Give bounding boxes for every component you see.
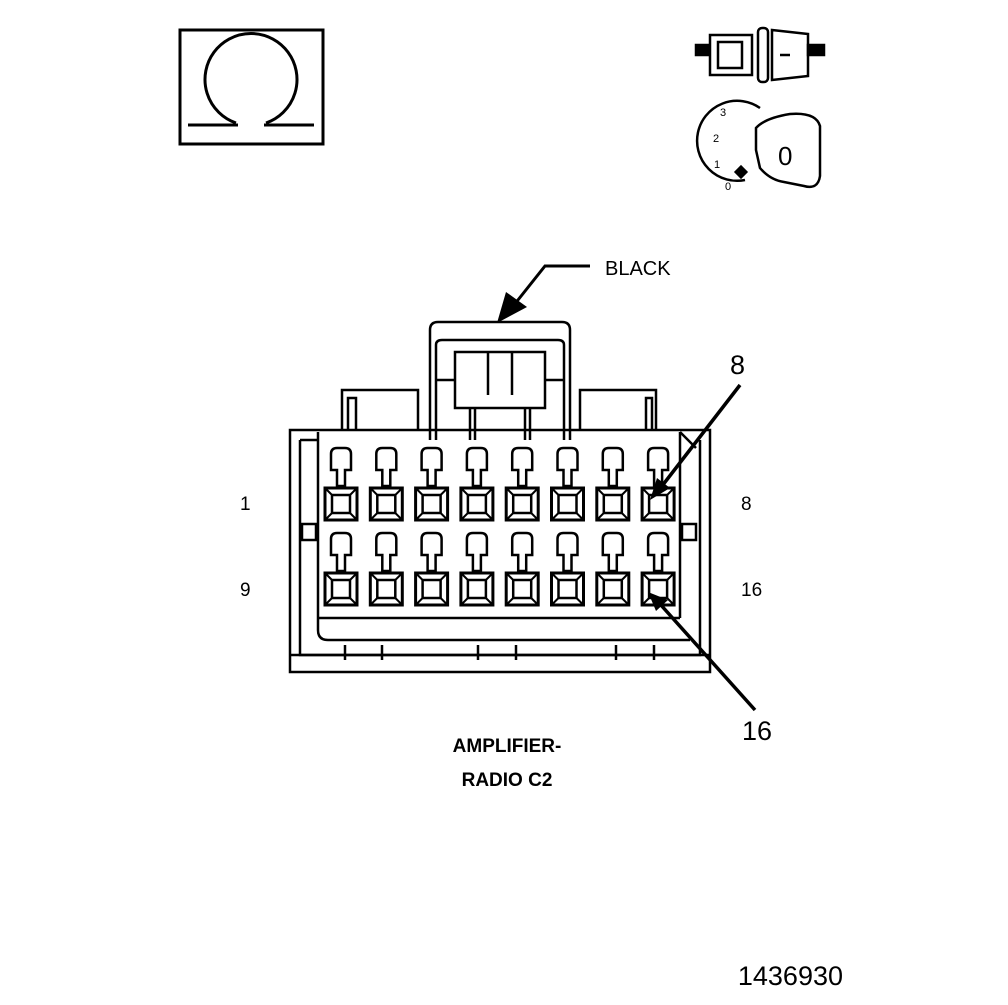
callout-label-bottom: 16 [742,716,772,746]
color-leader-arrow [497,264,590,323]
figure-number: 1436930 [738,961,843,991]
pin-cavity-16 [640,531,676,607]
callout-label-top: 8 [730,350,745,380]
pin-cavity-12 [459,531,495,607]
pin-cavity-6 [550,446,585,522]
pin-cavity-13 [504,531,540,607]
row1-left-pin-label: 1 [240,494,251,515]
pin-cavity-5 [504,446,540,522]
row2-left-pin-label: 9 [240,580,251,601]
connector-color-label: BLACK [605,258,671,280]
pin-cavity-8 [640,446,676,522]
callout-arrow-pin-8 [650,383,742,500]
key-position-label: 0 [778,141,792,171]
pin-cavity-1 [323,446,359,522]
pin-cavity-4 [459,446,495,522]
key-scale-2: 2 [713,133,719,145]
pin-cavity-7 [595,446,631,522]
connector-body [288,320,712,674]
pin-cavity-10 [368,531,404,607]
pin-cavity-3 [414,446,450,522]
key-scale-0: 0 [725,181,731,193]
connector-title-line1: AMPLIFIER- [453,736,562,757]
ignition-key-off-icon: 3 2 1 0 0 [695,99,822,193]
pin-cavities [323,446,676,607]
pin-cavity-9 [323,531,359,607]
key-scale-1: 1 [714,159,720,171]
callout-arrow-pin-16 [648,592,757,712]
pin-cavity-14 [550,531,585,607]
row2-right-pin-label: 16 [741,580,762,601]
pin-cavity-2 [368,446,404,522]
key-scale-3: 3 [720,107,726,119]
ohmmeter-icon [178,28,325,146]
pin-cavity-15 [595,531,631,607]
row1-right-pin-label: 8 [741,494,752,515]
connector-title-line2: RADIO C2 [462,770,553,791]
disconnected-connector-icon [694,26,826,84]
pin-cavity-11 [414,531,450,607]
